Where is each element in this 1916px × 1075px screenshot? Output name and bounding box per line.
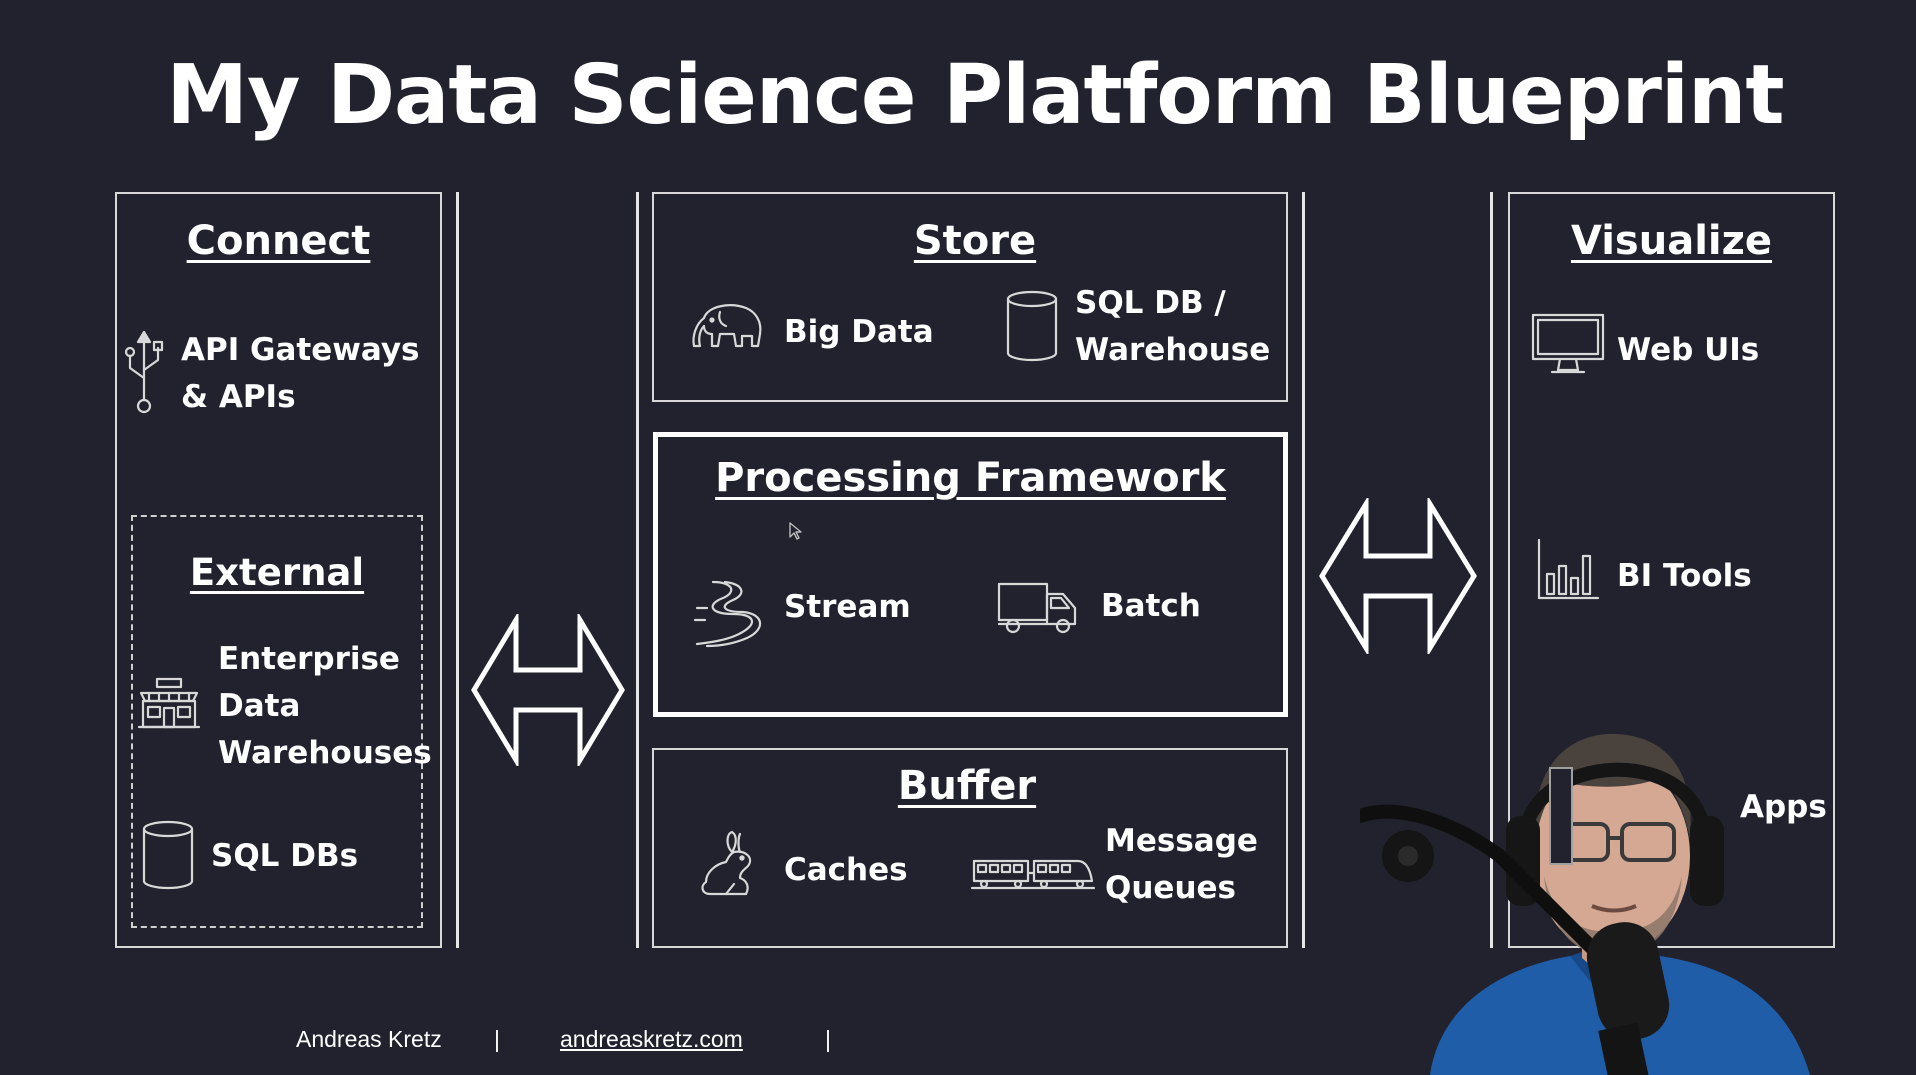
footer-separator: | <box>494 1026 500 1052</box>
bi-tools-label: BI Tools <box>1617 558 1752 594</box>
api-gateways-line2: & APIs <box>181 379 296 415</box>
api-gateways-line1: API Gateways <box>181 332 420 368</box>
visualize-heading: Visualize <box>1570 218 1773 264</box>
database-icon <box>141 820 195 890</box>
elephant-icon <box>690 300 766 352</box>
web-uis-label: Web UIs <box>1617 332 1760 368</box>
visualize-panel <box>1508 192 1835 948</box>
store-heading: Store <box>913 218 1037 264</box>
divider-line <box>456 192 459 948</box>
divider-line <box>636 192 639 948</box>
monitor-icon <box>1530 312 1606 376</box>
page-title: My Data Science Platform Blueprint <box>166 48 1784 143</box>
processing-panel <box>653 432 1288 717</box>
buffer-heading: Buffer <box>897 763 1037 809</box>
double-arrow-icon <box>1318 498 1478 654</box>
connect-heading: Connect <box>186 218 371 264</box>
external-heading: External <box>189 551 365 594</box>
store-panel <box>652 192 1288 402</box>
train-icon <box>970 855 1096 890</box>
store-building-icon <box>137 677 201 731</box>
buffer-panel <box>652 748 1288 948</box>
processing-heading: Processing Framework <box>715 455 1226 501</box>
sql-warehouse-line2: Warehouse <box>1075 332 1271 368</box>
external-panel <box>131 515 423 928</box>
message-queues-line2: Queues <box>1105 870 1236 906</box>
usb-icon <box>122 330 166 416</box>
apps-label: Apps <box>1740 789 1827 825</box>
truck-icon <box>997 580 1079 636</box>
database-icon <box>1005 290 1059 362</box>
batch-label: Batch <box>1101 588 1201 624</box>
winding-road-icon <box>693 578 767 648</box>
edw-line3: Warehouses <box>218 735 432 771</box>
double-arrow-icon <box>470 614 626 766</box>
divider-line <box>1302 192 1305 948</box>
presenter-webcam <box>1360 706 1870 1075</box>
rabbit-icon <box>696 828 766 900</box>
footer-separator: | <box>825 1026 831 1052</box>
divider-line <box>1490 192 1493 948</box>
sql-dbs-label: SQL DBs <box>211 838 359 874</box>
connect-panel <box>115 192 442 948</box>
bar-chart-icon <box>1536 538 1600 602</box>
message-queues-line1: Message <box>1105 823 1258 859</box>
edw-line1: Enterprise <box>218 641 400 677</box>
big-data-label: Big Data <box>784 314 934 350</box>
caches-label: Caches <box>784 852 908 888</box>
author-name: Andreas Kretz <box>296 1026 442 1052</box>
edw-line2: Data <box>218 688 301 724</box>
sql-warehouse-line1: SQL DB / <box>1075 285 1226 321</box>
website-link[interactable]: andreaskretz.com <box>560 1026 743 1052</box>
stream-label: Stream <box>784 589 911 625</box>
cursor-icon <box>788 521 802 541</box>
